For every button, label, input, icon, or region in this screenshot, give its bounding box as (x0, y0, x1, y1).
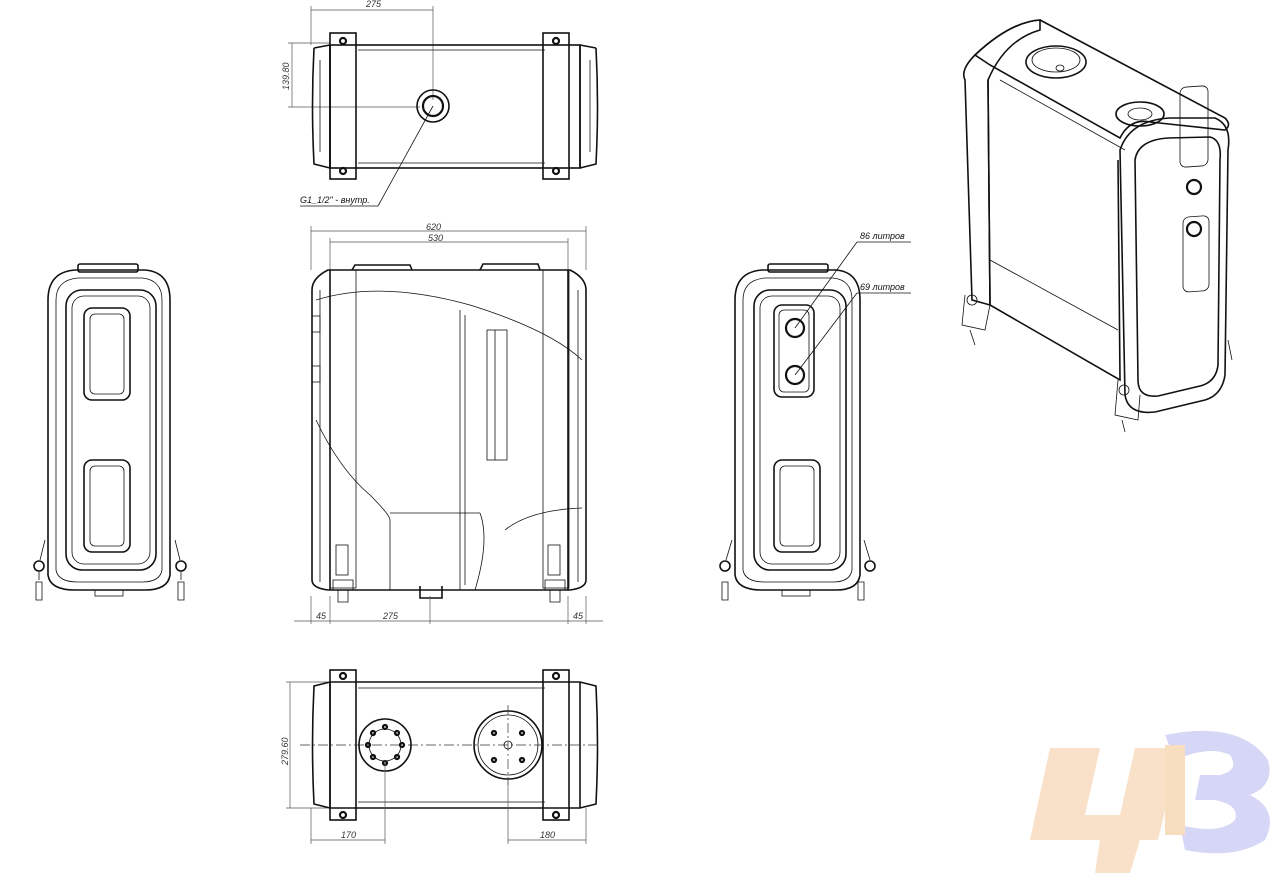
dim-overall-width: 620 (426, 222, 441, 232)
dim-center-offset: 275 (382, 611, 399, 621)
isometric-view (961, 19, 1233, 433)
level-86-label: 86 литров (860, 231, 905, 241)
watermark-right-glyph (1165, 730, 1270, 854)
dim-bottom-right: 180 (540, 830, 555, 840)
watermark-accent (1165, 745, 1185, 835)
left-end-view (33, 263, 187, 601)
dim-top-height: 139.80 (281, 62, 291, 90)
front-view: 620 530 (294, 222, 603, 624)
bottom-view: 279.60 (280, 669, 600, 844)
dim-bottom-left: 170 (341, 830, 356, 840)
top-view: 275 139.80 G1_1/2" - внутр. (281, 0, 599, 207)
dim-bottom-height: 279.60 (280, 737, 290, 766)
thread-label: G1_1/2" - внутр. (300, 195, 370, 205)
level-69-label: 69 литров (860, 282, 905, 292)
dim-body-width: 530 (428, 233, 443, 243)
right-end-view: 86 литров 69 литров (719, 231, 911, 601)
watermark-left-glyph (1030, 748, 1180, 873)
watermark-logo: ЦЗ (1030, 730, 1270, 873)
dim-top-width: 275 (365, 0, 382, 9)
dim-left-offset: 45 (316, 611, 327, 621)
dim-right-offset: 45 (573, 611, 584, 621)
